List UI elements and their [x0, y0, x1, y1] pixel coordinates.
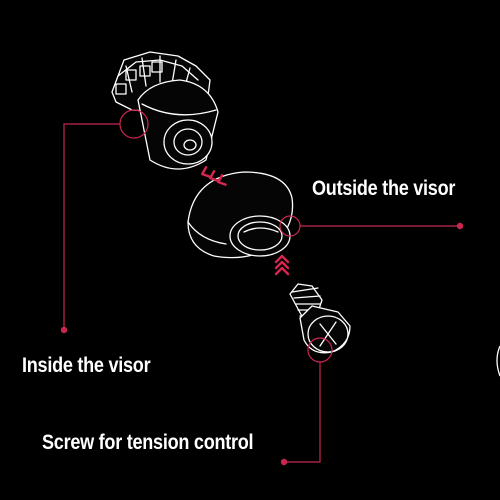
inside-visor-label: Inside the visor — [22, 354, 151, 377]
assembly-arrow-lower — [274, 254, 290, 276]
screw-tension-label: Screw for tension control — [42, 431, 254, 454]
edge-fragment — [496, 345, 500, 377]
callout-outside — [279, 215, 464, 237]
assembly-arrow-upper — [200, 166, 227, 186]
inner-mount-icon — [111, 51, 219, 170]
callout-screw — [280, 337, 333, 466]
callout-inside — [60, 109, 149, 334]
outside-visor-label: Outside the visor — [312, 177, 456, 200]
dome-cap-icon — [187, 171, 294, 259]
countersunk-screw-icon — [289, 283, 351, 354]
